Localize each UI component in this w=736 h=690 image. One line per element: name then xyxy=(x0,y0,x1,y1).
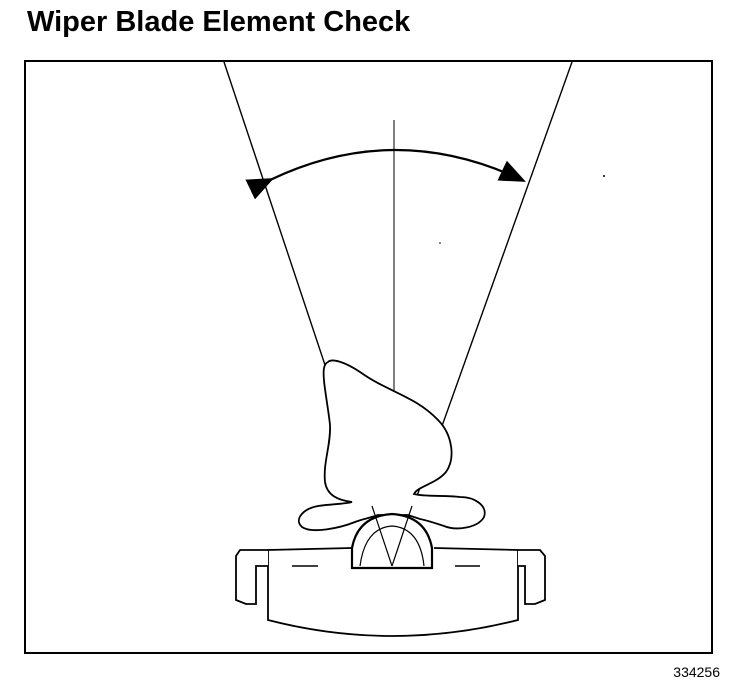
scan-speck xyxy=(439,242,441,244)
blade-hinge-housing xyxy=(350,512,434,570)
left-clip xyxy=(235,549,268,605)
carrier-top-edge-left xyxy=(267,547,353,568)
right-clip xyxy=(518,549,546,605)
blade-rubber-lip xyxy=(297,359,486,531)
blade-hinge-inner xyxy=(359,525,425,567)
right-angle-ray xyxy=(391,61,573,567)
illustration-frame xyxy=(24,60,713,654)
figure-number: 334256 xyxy=(673,664,720,680)
carrier-top-edge-right xyxy=(433,547,519,568)
scan-speck xyxy=(603,175,605,177)
blade-carrier xyxy=(267,568,519,637)
figure-title: Wiper Blade Element Check xyxy=(27,6,411,38)
swing-arc-arrow xyxy=(245,149,526,200)
